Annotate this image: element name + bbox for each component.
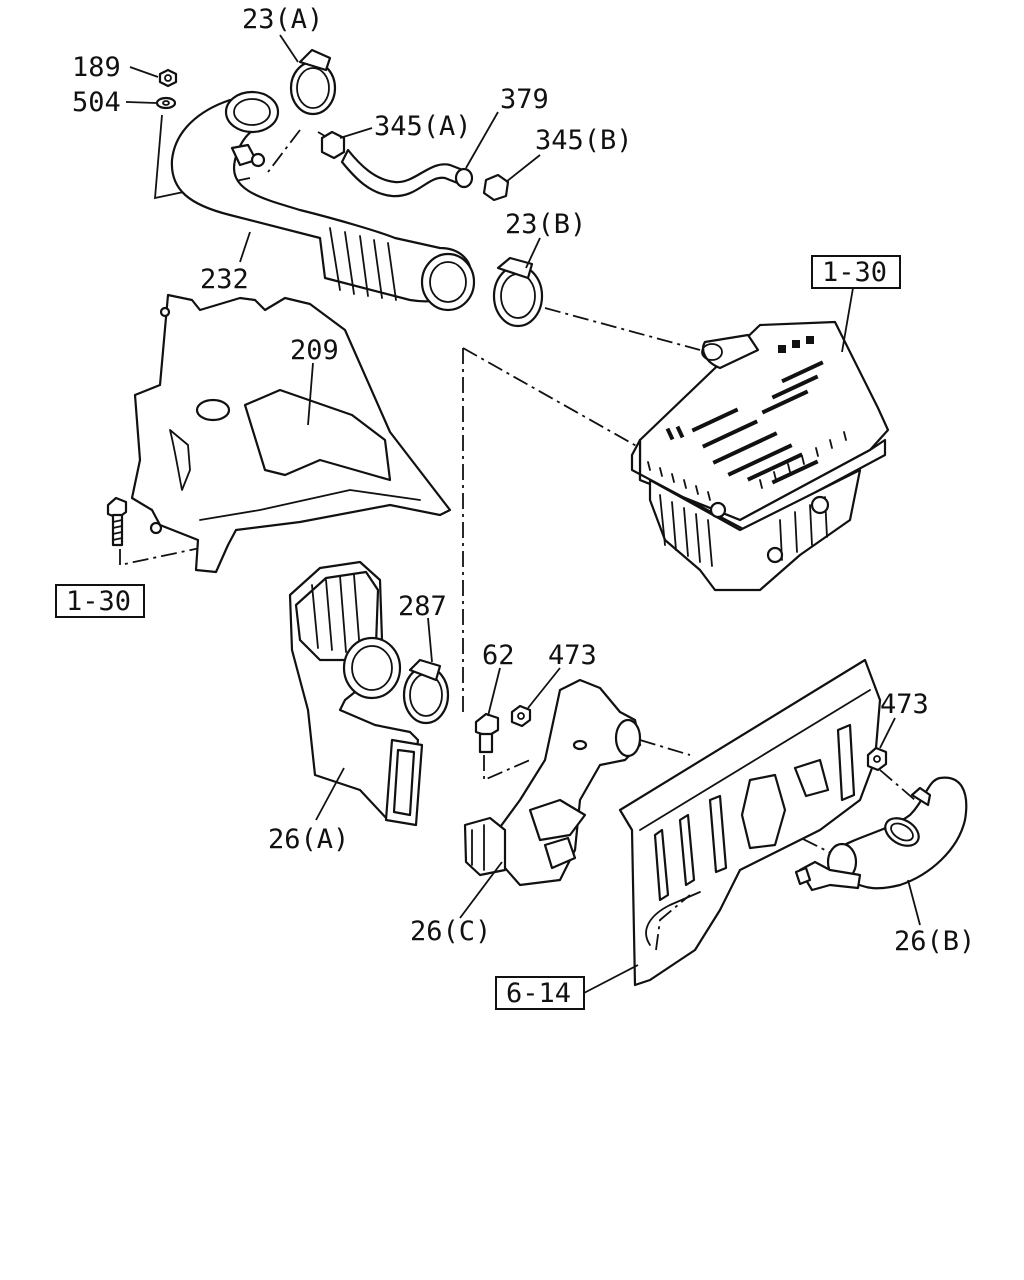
leader-473b — [879, 717, 896, 749]
air-duct-26a[interactable] — [288, 560, 424, 827]
leader-23b — [525, 237, 541, 269]
leader-232 — [239, 231, 251, 263]
nut-189[interactable] — [158, 68, 178, 88]
leader-ref130a — [841, 287, 854, 353]
label-ref614: 6-14 — [506, 978, 571, 1009]
breather-hose-379[interactable] — [340, 148, 474, 198]
leader-345b — [505, 154, 541, 183]
hose-clip-345b[interactable] — [482, 173, 510, 202]
label-ref130b: 1-30 — [66, 586, 131, 617]
hose-clamp-23b[interactable] — [492, 256, 544, 328]
leader-504 — [125, 101, 157, 104]
leader-26b — [907, 879, 921, 926]
leader-209 — [307, 362, 314, 426]
ref-box-1-30-top — [811, 255, 901, 289]
leader-62 — [487, 667, 501, 717]
leader-379 — [465, 111, 499, 169]
leader-189 — [129, 66, 159, 78]
nut-473-a[interactable] — [510, 704, 532, 728]
label-379: 379 — [500, 84, 549, 115]
leader-26c — [459, 861, 503, 919]
air-duct-26c[interactable] — [463, 678, 642, 887]
body-panel[interactable] — [618, 658, 882, 987]
nut-473-b[interactable] — [866, 746, 888, 772]
washer-504[interactable] — [155, 96, 177, 110]
intake-hose-232[interactable] — [170, 90, 476, 312]
bracket-209[interactable] — [130, 293, 452, 574]
hose-clamp-23a[interactable] — [289, 48, 337, 116]
label-209: 209 — [290, 335, 339, 366]
bracket-bolt[interactable] — [106, 496, 128, 547]
leader-473a — [527, 667, 561, 709]
label-ref130a: 1-30 — [822, 257, 887, 288]
label-504: 504 — [72, 87, 121, 118]
air-cleaner-ribs — [665, 336, 824, 485]
label-232: 232 — [200, 264, 249, 295]
ref-box-1-30-left — [55, 584, 145, 618]
label-26c: 26(C) — [410, 916, 491, 947]
leader-ref614 — [583, 964, 639, 994]
leader-26a — [315, 767, 345, 821]
label-23a: 23(A) — [242, 4, 323, 35]
label-26a: 26(A) — [268, 824, 349, 855]
label-189: 189 — [72, 52, 121, 83]
air-cleaner-assembly[interactable] — [630, 320, 890, 592]
label-473a: 473 — [548, 640, 597, 671]
hose-clip-345a[interactable] — [320, 130, 346, 160]
label-23b: 23(B) — [505, 209, 586, 240]
hose-clamp-287[interactable] — [402, 658, 450, 725]
air-duct-26b[interactable] — [794, 776, 968, 892]
label-287: 287 — [398, 591, 447, 622]
label-345b: 345(B) — [535, 125, 633, 156]
label-26b: 26(B) — [894, 926, 975, 957]
ref-box-6-14 — [495, 976, 585, 1010]
label-473b: 473 — [880, 689, 929, 720]
leader-345a — [339, 127, 373, 139]
label-62: 62 — [482, 640, 515, 671]
leader-287 — [427, 617, 433, 663]
leader-23a — [279, 34, 299, 63]
bolt-62[interactable] — [474, 712, 500, 754]
label-345a: 345(A) — [374, 111, 472, 142]
